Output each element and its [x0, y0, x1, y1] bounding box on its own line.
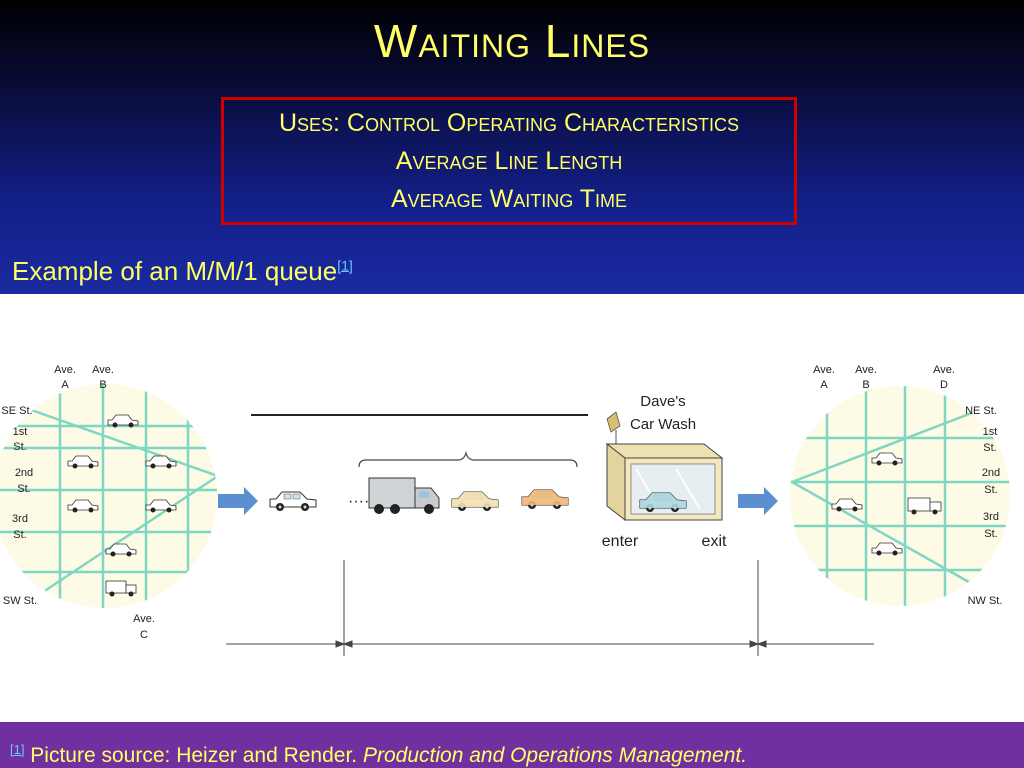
left-street-se: SE St.	[1, 405, 32, 417]
right-street-3rd-st: St.	[984, 528, 997, 540]
footer-bar: [1] Picture source: Heizer and Render. P…	[0, 722, 1024, 768]
right-ave-d-letter: D	[940, 379, 948, 391]
queue-ellipsis: ····	[348, 493, 369, 510]
right-ave-b-letter: B	[862, 379, 869, 391]
car-wash-sign-icon	[606, 411, 621, 433]
uses-box: Uses: Control Operating Characteristics …	[221, 97, 797, 225]
footer-book-title: Production and Operations Management.	[362, 744, 748, 767]
left-map-cars	[67, 414, 177, 597]
departure-arrow-icon	[738, 487, 778, 515]
left-ave-a-letter: A	[61, 379, 69, 391]
car-wash-name-1: Dave's	[640, 393, 685, 410]
arrival-arrow-icon	[218, 487, 258, 515]
left-ave-b-label: Ave.	[92, 364, 114, 376]
footer-ref-link[interactable]: [1]	[10, 742, 25, 757]
queue-diagram: Ave. A Ave. B Ave. C SE St. 1st St. 2nd …	[0, 364, 1010, 656]
left-city-map: Ave. A Ave. B Ave. C SE St. 1st St. 2nd …	[0, 364, 217, 641]
example-text: Example of an M/M/1 queue	[12, 256, 338, 286]
uses-line-2: Average Line Length	[395, 147, 623, 175]
left-street-3rd-st: St.	[13, 529, 26, 541]
right-street-1st-st: St.	[983, 442, 996, 454]
exit-label: exit	[702, 533, 727, 550]
left-street-2nd-st: St.	[17, 483, 30, 495]
left-ave-a-label: Ave.	[54, 364, 76, 376]
right-street-2nd-st: St.	[984, 484, 997, 496]
queue-car-3	[451, 491, 499, 512]
uses-line-3: Average Waiting Time	[390, 185, 627, 213]
enter-label: enter	[602, 533, 639, 550]
left-street-3rd: 3rd	[12, 513, 28, 525]
queue-car-4	[521, 489, 569, 510]
dimension-lines	[226, 560, 874, 656]
waiting-line: ····	[251, 414, 588, 514]
left-street-1st-st: St.	[13, 441, 26, 453]
right-map-cars	[831, 452, 942, 556]
right-map-background	[790, 386, 1010, 606]
example-ref-link[interactable]: [1]	[337, 257, 353, 274]
queue-brace	[358, 450, 578, 468]
queue-car-1	[269, 491, 317, 512]
right-ave-b-label: Ave.	[855, 364, 877, 376]
queue-truck	[368, 477, 440, 514]
right-street-ne: NE St.	[965, 405, 997, 417]
left-map-background	[0, 384, 217, 608]
left-street-sw: SW St.	[3, 595, 37, 607]
right-ave-d-label: Ave.	[933, 364, 955, 376]
footer-source: [1] Picture source: Heizer and Render. P…	[10, 742, 747, 768]
right-street-nw: NW St.	[968, 595, 1003, 607]
right-street-3rd: 3rd	[983, 511, 999, 523]
title-background	[0, 0, 1024, 294]
left-ave-c-letter: C	[140, 629, 148, 641]
slide-title: Waiting Lines	[373, 15, 651, 67]
uses-line-1: Uses: Control Operating Characteristics	[278, 109, 740, 137]
right-city-map: Ave. A Ave. B Ave. D NE St. 1st St. 2nd …	[790, 364, 1010, 607]
right-ave-a-label: Ave.	[813, 364, 835, 376]
right-street-1st: 1st	[983, 426, 998, 438]
left-street-2nd: 2nd	[15, 467, 33, 479]
car-wash-name-2: Car Wash	[630, 416, 696, 433]
example-caption: Example of an M/M/1 queue[1]	[12, 256, 353, 287]
footer-source-text: Picture source: Heizer and Render.	[24, 744, 363, 767]
car-wash-building: Dave's Car Wash enter exit	[602, 393, 727, 550]
left-ave-c-label: Ave.	[133, 613, 155, 625]
diagram-area: Ave. A Ave. B Ave. C SE St. 1st St. 2nd …	[0, 294, 1024, 722]
left-ave-b-letter: B	[99, 379, 106, 391]
left-street-1st: 1st	[13, 426, 28, 438]
right-street-2nd: 2nd	[982, 467, 1000, 479]
right-ave-a-letter: A	[820, 379, 828, 391]
car-in-service	[639, 492, 687, 513]
